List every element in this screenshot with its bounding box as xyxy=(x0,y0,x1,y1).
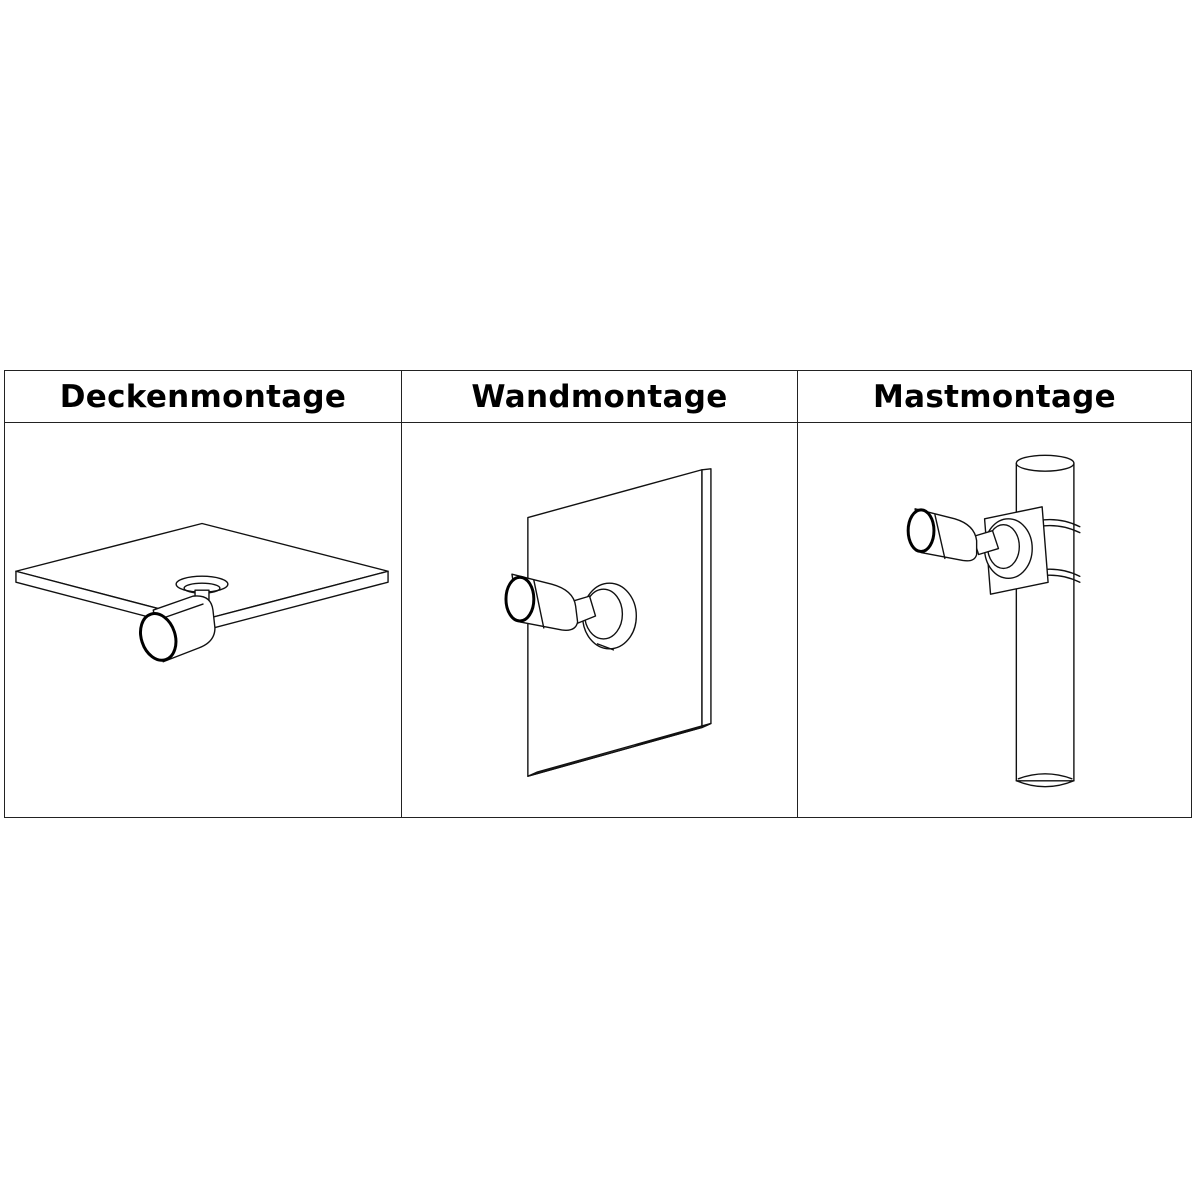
wall-mount-column: Wandmontage xyxy=(401,371,797,817)
ceiling-mount-heading: Deckenmontage xyxy=(5,371,401,423)
ceiling-camera-lens xyxy=(139,612,178,662)
pole-camera-lens xyxy=(906,508,936,554)
wall-mount-illustration xyxy=(402,423,797,817)
pole-mount-drawing xyxy=(906,454,1081,788)
ceiling-mount-illustration xyxy=(5,423,401,817)
wall-panel-edge-right xyxy=(701,468,712,729)
pole-mount-column: Mastmontage xyxy=(797,371,1191,817)
wall-panel-edge-bottom xyxy=(527,722,712,777)
ceiling-mount-column: Deckenmontage xyxy=(5,371,401,817)
wall-camera-lens xyxy=(504,575,536,623)
wall-mount-heading: Wandmontage xyxy=(402,371,797,423)
pole-mount-heading: Mastmontage xyxy=(798,371,1191,423)
pole-mount-illustration xyxy=(798,423,1191,817)
ceiling-mount-drawing xyxy=(15,522,389,663)
wall-mount-drawing xyxy=(504,468,712,777)
pole-top xyxy=(1015,454,1075,472)
mounting-options-table: Deckenmontage Wandmontage xyxy=(4,370,1192,818)
